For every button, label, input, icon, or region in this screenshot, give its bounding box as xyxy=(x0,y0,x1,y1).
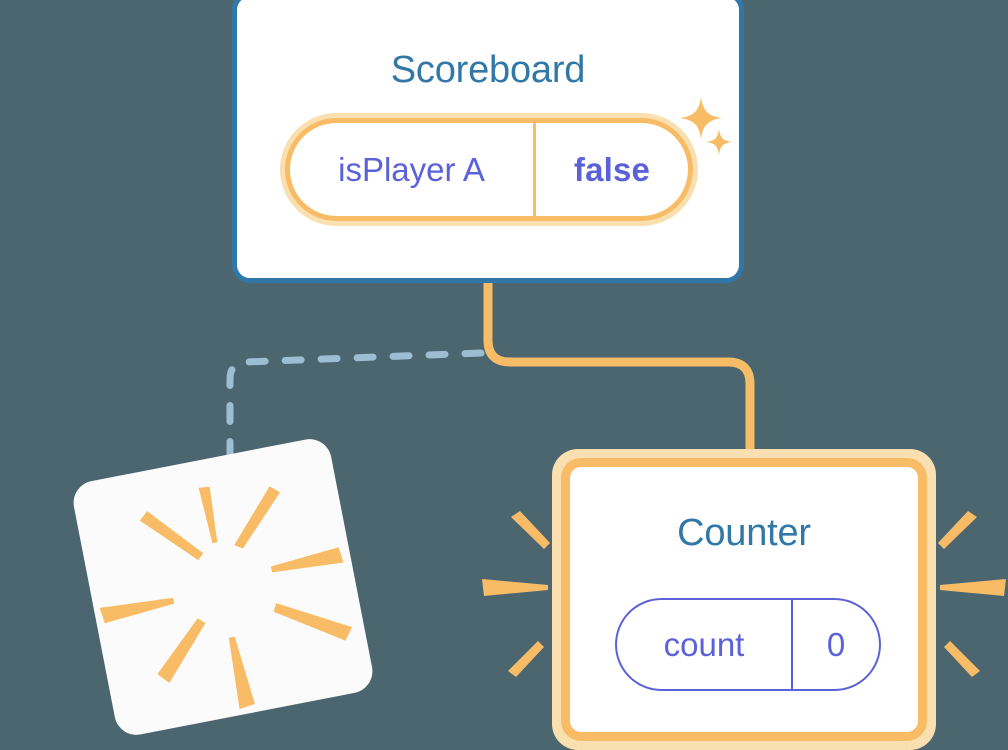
card-scoreboard[interactable]: Scoreboard isPlayer A false xyxy=(232,0,744,283)
burst-ray-w xyxy=(99,597,175,624)
burst-ray-nw xyxy=(139,511,204,561)
card-counter-body: Counter count 0 xyxy=(561,458,927,741)
burst-ray-ne xyxy=(234,486,280,549)
pill-divider xyxy=(533,123,536,216)
sparkle-large-icon xyxy=(678,95,724,141)
counter-ray-right-top xyxy=(938,511,977,549)
state-key-label: isPlayer A xyxy=(338,150,485,188)
counter-title: Counter xyxy=(677,512,811,554)
connector-solid-scoreboard-to-counter xyxy=(483,281,755,470)
burst-ray-e xyxy=(270,547,344,573)
counter-burst-left xyxy=(476,505,556,685)
counter-ray-right-middle xyxy=(940,579,1006,596)
pill-highlight-ring: isPlayer A false xyxy=(285,118,693,221)
counter-ray-left-middle xyxy=(482,579,548,596)
state-pill-count[interactable]: count 0 xyxy=(615,598,881,691)
card-blank-burst[interactable] xyxy=(69,435,377,739)
connector-dashed-scoreboard-to-blank xyxy=(226,349,485,496)
sparkle-small-icon xyxy=(704,127,734,157)
count-value-label: 0 xyxy=(826,625,846,663)
burst-ray-n xyxy=(198,486,218,544)
pill-highlight-glow xyxy=(280,113,698,226)
count-key-label: count xyxy=(663,625,745,663)
scoreboard-title: Scoreboard xyxy=(390,49,586,91)
state-value-label: false xyxy=(573,150,651,188)
card-counter[interactable]: Counter count 0 xyxy=(552,449,936,750)
counter-ray-right-bottom xyxy=(944,641,980,677)
state-pill-is-player-a[interactable]: isPlayer A false xyxy=(280,113,698,226)
counter-ray-left-bottom xyxy=(508,641,544,677)
counter-burst-right xyxy=(932,505,1008,685)
count-pill-divider xyxy=(791,600,793,689)
counter-ray-left-top xyxy=(511,511,550,549)
burst-ray-se xyxy=(273,603,353,641)
burst-ray-s xyxy=(228,636,255,710)
burst-rays-group xyxy=(99,486,353,710)
burst-ray-sw xyxy=(157,618,206,684)
